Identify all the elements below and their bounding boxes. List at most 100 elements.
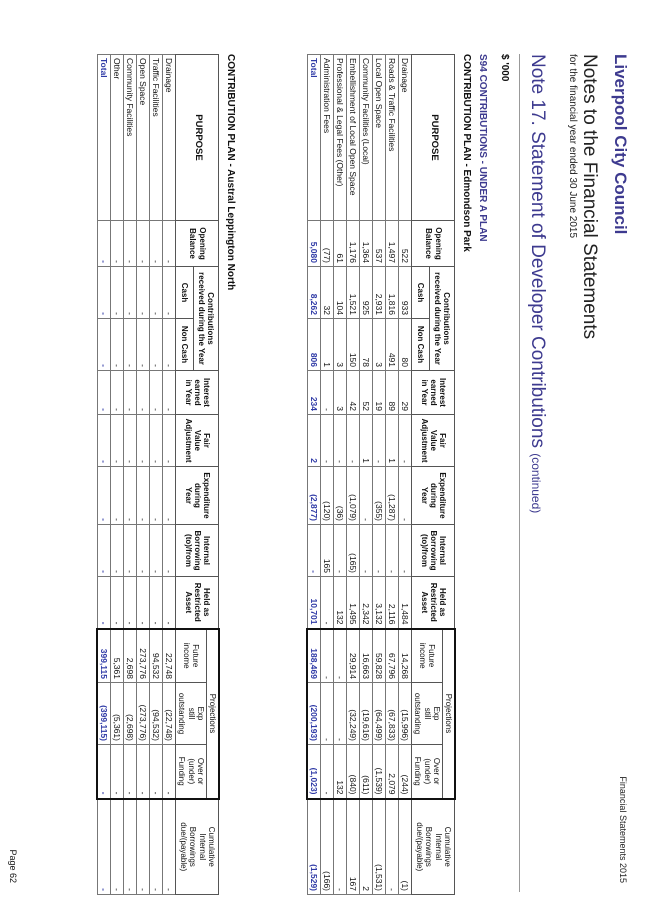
table-cell: - bbox=[162, 370, 176, 415]
table-cell: - bbox=[320, 414, 334, 467]
table-cell: 925 bbox=[359, 266, 373, 319]
row-label: Roads & Traffic Facilities bbox=[385, 54, 399, 221]
row-label: Other bbox=[110, 54, 124, 221]
row-label: Drainage bbox=[162, 54, 176, 221]
table-cell: - bbox=[136, 466, 150, 525]
table-cell: 61 bbox=[333, 220, 347, 267]
table-cell: 22,748 bbox=[162, 628, 176, 683]
table-cell: - bbox=[123, 466, 137, 525]
table-cell: - bbox=[320, 628, 334, 683]
table-cell: 2 bbox=[307, 414, 321, 467]
table-cell: - bbox=[123, 524, 137, 577]
table-cell: - bbox=[320, 370, 334, 415]
table-cell: - bbox=[398, 466, 412, 525]
row-label: Total bbox=[97, 54, 111, 221]
table-cell: - bbox=[110, 220, 124, 267]
row-label: Administration Fees bbox=[320, 54, 334, 221]
council-name: Liverpool City Council bbox=[611, 54, 630, 235]
table-cell: - bbox=[97, 524, 111, 577]
table-cell: - bbox=[162, 524, 176, 577]
table-cell: - bbox=[333, 682, 347, 745]
table-cell: 1,816 bbox=[385, 266, 399, 319]
table-cell: 2,116 bbox=[385, 576, 399, 629]
table-cell: 32 bbox=[320, 266, 334, 319]
table-cell: 167 bbox=[346, 798, 360, 895]
table-cell: - bbox=[149, 744, 163, 799]
table-cell: - bbox=[359, 524, 373, 577]
table-cell: (22,748) bbox=[162, 682, 176, 745]
table-cell: 94,532 bbox=[149, 628, 163, 683]
table-cell: - bbox=[320, 682, 334, 745]
table-cell: - bbox=[162, 318, 176, 371]
section-title: S94 CONTRIBUTIONS - UNDER A PLAN bbox=[477, 54, 488, 242]
page-number: Page 62 bbox=[8, 849, 18, 883]
row-label: Community Facilities (Local) bbox=[359, 54, 373, 221]
notes-subtitle: for the financial year ended 30 June 201… bbox=[567, 54, 578, 239]
row-label: Traffic Facilities bbox=[149, 54, 163, 221]
table-cell: 5,361 bbox=[110, 628, 124, 683]
table-cell: - bbox=[97, 466, 111, 525]
table-cell: (244) bbox=[398, 744, 412, 799]
table-cell: - bbox=[162, 576, 176, 629]
table-cell: 1 bbox=[320, 318, 334, 371]
table-cell: - bbox=[123, 266, 137, 319]
table-cell: - bbox=[346, 414, 360, 467]
table-cell: - bbox=[149, 414, 163, 467]
table-row: Traffic Facilities--------94,532(94,532)… bbox=[149, 54, 163, 895]
table-cell: - bbox=[136, 524, 150, 577]
table-cell: - bbox=[320, 744, 334, 799]
table-cell: - bbox=[136, 220, 150, 267]
table-row: Drainage--------22,748(22,748)-- bbox=[162, 54, 176, 895]
cash-header: Cash bbox=[411, 266, 430, 319]
row-label: Drainage bbox=[398, 54, 412, 221]
plan1-title: CONTRIBUTION PLAN - Edmondson Park bbox=[461, 54, 472, 252]
table-cell: - bbox=[136, 266, 150, 319]
row-label: Embellishment of Local Open Space bbox=[346, 54, 360, 221]
table-cell: 19 bbox=[372, 370, 386, 415]
table-cell: 188,469 bbox=[307, 628, 321, 683]
table-cell: - bbox=[97, 318, 111, 371]
table-cell: 3 bbox=[372, 318, 386, 371]
plan2-title: CONTRIBUTION PLAN - Austral Leppington N… bbox=[225, 54, 236, 291]
table-cell: 1,364 bbox=[359, 220, 373, 267]
table-cell: 2,342 bbox=[359, 576, 373, 629]
table-cell: (355) bbox=[372, 466, 386, 525]
table-cell: - bbox=[398, 414, 412, 467]
table-cell: - bbox=[149, 466, 163, 525]
table-cell: 537 bbox=[372, 220, 386, 267]
table-cell: 5,080 bbox=[307, 220, 321, 267]
table-cell: - bbox=[359, 466, 373, 525]
table-cell: - bbox=[110, 798, 124, 895]
table-cell: - bbox=[110, 370, 124, 415]
table-cell: 78 bbox=[359, 318, 373, 371]
table-cell: (1,539) bbox=[372, 744, 386, 799]
table-cell: 80 bbox=[398, 318, 412, 371]
table-cell: 3 bbox=[333, 318, 347, 371]
table-cell: 14,268 bbox=[398, 628, 412, 683]
table-cell: - bbox=[162, 266, 176, 319]
table-cell: (200,193) bbox=[307, 682, 321, 745]
table-cell: 806 bbox=[307, 318, 321, 371]
table-cell: 29 bbox=[398, 370, 412, 415]
table-cell: (2,877) bbox=[307, 466, 321, 525]
table-cell: - bbox=[97, 744, 111, 799]
note-title: Note 17. Statement of Developer Contribu… bbox=[526, 54, 548, 513]
table-cell: 1 bbox=[359, 414, 373, 467]
table-cell: - bbox=[123, 414, 137, 467]
table-cell: - bbox=[110, 744, 124, 799]
table-cell: (36) bbox=[333, 466, 347, 525]
table-cell: (165) bbox=[346, 524, 360, 577]
running-head: Financial Statements 2015 bbox=[618, 776, 628, 883]
